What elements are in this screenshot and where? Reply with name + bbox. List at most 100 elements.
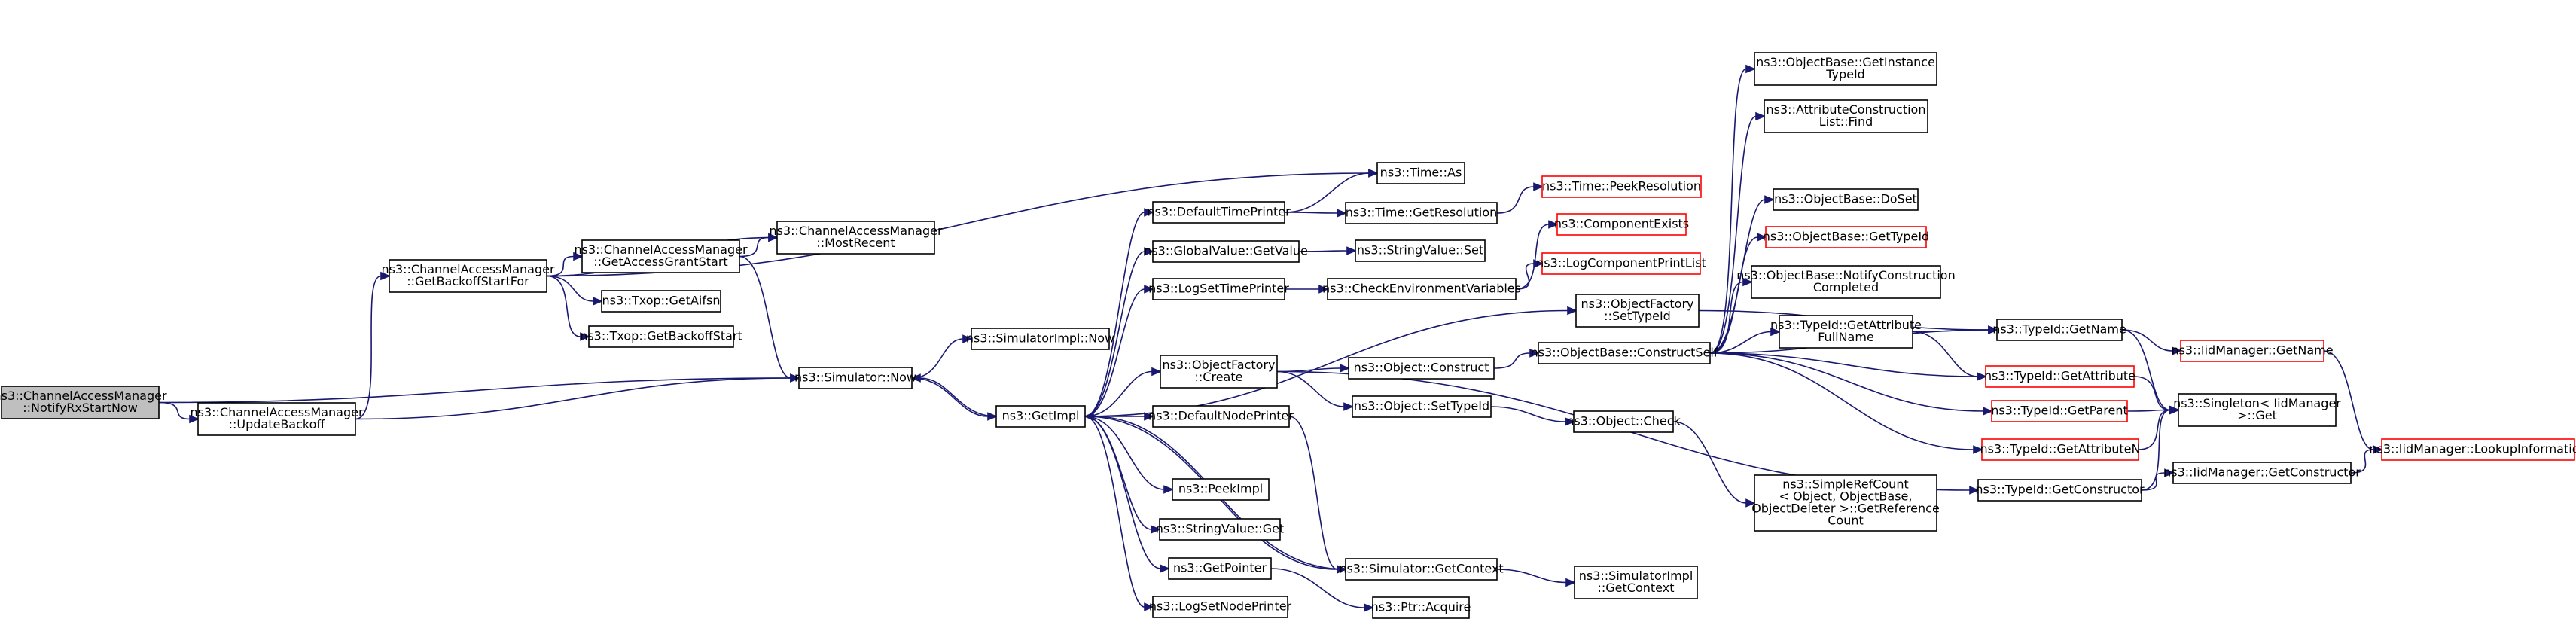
edge-arrowhead xyxy=(380,271,392,281)
edge-getbackoff-to-getaifsn xyxy=(546,275,604,306)
node-singletonget[interactable]: ns3::Singleton< IidManager >::Get xyxy=(2173,393,2341,427)
node-iidmanagergetconstructor[interactable]: ns3::IidManager::GetConstructor xyxy=(2163,462,2361,484)
node-label-line: ns3::IidManager::LookupInformation xyxy=(2369,442,2576,456)
node-defaulttimeprinter[interactable]: ns3::DefaultTimePrinter xyxy=(1147,201,1291,224)
node-typeidgetname[interactable]: ns3::TypeId::GetName xyxy=(1992,319,2126,341)
node-objectsettypeid[interactable]: ns3::Object::SetTypeId xyxy=(1352,395,1492,418)
node-typeidgetconstructor[interactable]: ns3::TypeId::GetConstructor xyxy=(1975,479,2145,502)
node-constructself[interactable]: ns3::ObjectBase::ConstructSelf xyxy=(1531,342,1718,364)
edge-getimpl-to-defaulttimeprinter xyxy=(1084,208,1155,417)
edge-defaultnodeprinter-to-simgetcontext xyxy=(1288,416,1348,574)
edge-constructself-to-notifyconstructioncompleted xyxy=(1709,277,1754,354)
node-simgetcontext[interactable]: ns3::Simulator::GetContext xyxy=(1339,558,1504,581)
node-simimplnow[interactable]: ns3::SimulatorImpl::Now xyxy=(966,328,1114,350)
node-typeidgetattributen[interactable]: ns3::TypeId::GetAttributeN xyxy=(1980,438,2141,461)
node-getbackoff[interactable]: ns3::ChannelAccessManager::GetBackoffSta… xyxy=(381,259,555,293)
edge-arrowhead xyxy=(1151,367,1163,377)
node-label-line: ns3::Singleton< IidManager xyxy=(2173,396,2341,410)
node-box xyxy=(588,325,734,348)
node-logsettimeprinter[interactable]: ns3::LogSetTimePrinter xyxy=(1148,278,1289,300)
edge-constructself-to-attrconstructlistfind xyxy=(1709,111,1767,354)
node-timegetresolution[interactable]: ns3::Time::GetResolution xyxy=(1345,202,1498,224)
node-box xyxy=(1779,315,1913,349)
edges-layer xyxy=(158,64,2384,612)
edge-arrowhead xyxy=(1764,195,1776,204)
node-getaifsn[interactable]: ns3::Txop::GetAifsn xyxy=(601,290,721,312)
node-label-line: ns3::TypeId::GetParent xyxy=(1991,404,2128,418)
node-timepeekresolution[interactable]: ns3::Time::PeekResolution xyxy=(1541,175,1702,198)
node-getbackoffstart[interactable]: ns3::Txop::GetBackoffStart xyxy=(580,325,742,348)
edge-line xyxy=(546,255,575,277)
edge-objectconstruct-to-constructself xyxy=(1493,349,1541,369)
node-notifyconstructioncompleted[interactable]: ns3::ObjectBase::NotifyConstructionCompl… xyxy=(1736,265,1956,299)
edge-line xyxy=(1912,329,1989,333)
node-objectbasedoset[interactable]: ns3::ObjectBase::DoSet xyxy=(1773,188,1919,211)
node-peekimpl[interactable]: ns3::PeekImpl xyxy=(1172,478,1270,501)
edge-line xyxy=(1084,416,1145,608)
edge-objectfactorycreate-to-objectsettypeid xyxy=(1276,370,1355,411)
edge-line xyxy=(2138,409,2171,450)
node-getimpl[interactable]: ns3::GetImpl xyxy=(995,405,1086,428)
node-stringvalueget[interactable]: ns3::StringValue::Get xyxy=(1156,518,1284,541)
node-ptracquire[interactable]: ns3::Ptr::Acquire xyxy=(1371,596,1471,619)
node-checkenv[interactable]: ns3::CheckEnvironmentVariables xyxy=(1322,278,1521,300)
edge-line xyxy=(919,377,997,417)
node-iidmanagerlookup[interactable]: ns3::IidManager::LookupInformation xyxy=(2369,438,2576,461)
node-objectconstruct[interactable]: ns3::Object::Construct xyxy=(1348,357,1495,380)
node-objectbasegettypeid[interactable]: ns3::ObjectBase::GetTypeId xyxy=(1763,226,1929,248)
node-label-line: ObjectDeleter >::GetReference xyxy=(1751,502,1940,516)
node-box xyxy=(1376,162,1465,184)
node-label-line: ns3::AttributeConstruction xyxy=(1767,102,1926,117)
node-notify[interactable]: ns3::ChannelAccessManager::NotifyRxStart… xyxy=(0,386,167,419)
edge-arrowhead xyxy=(1745,64,1757,74)
node-label-line: < Object, ObjectBase, xyxy=(1779,489,1913,504)
node-simimplgetcontext[interactable]: ns3::SimulatorImpl::GetContext xyxy=(1574,566,1698,599)
node-label-line: ns3::TypeId::GetAttribute xyxy=(1984,369,2135,383)
node-box xyxy=(389,259,547,293)
node-label-line: ns3::SimulatorImpl::Now xyxy=(966,331,1114,346)
edge-typeidgetname-to-iidmanagergetname xyxy=(2121,329,2183,355)
edge-arrowhead xyxy=(593,297,604,306)
edge-arrowhead xyxy=(962,334,974,343)
node-logcomponentprintlist[interactable]: ns3::LogComponentPrintList xyxy=(1536,252,1706,275)
node-typeidgetattribute[interactable]: ns3::TypeId::GetAttribute xyxy=(1984,365,2135,388)
node-objectfactorycreate[interactable]: ns3::ObjectFactory::Create xyxy=(1160,355,1278,389)
node-box xyxy=(197,402,356,436)
node-objectfactorysettypeid[interactable]: ns3::ObjectFactory::SetTypeId xyxy=(1575,294,1700,328)
edge-simnow-to-getimpl xyxy=(911,377,998,421)
node-logsetnodeprinter[interactable]: ns3::LogSetNodePrinter xyxy=(1149,596,1292,618)
edge-line xyxy=(1298,250,1348,252)
node-typeidgetparent[interactable]: ns3::TypeId::GetParent xyxy=(1991,400,2128,422)
edge-getimpl-to-globalvaluegetvalue xyxy=(1084,247,1155,417)
edge-line xyxy=(2121,329,2171,411)
node-box xyxy=(798,367,913,389)
node-box xyxy=(581,239,740,273)
node-componentexists[interactable]: ns3::ComponentExists xyxy=(1554,213,1689,236)
node-defaultnodeprinter[interactable]: ns3::DefaultNodePrinter xyxy=(1148,405,1294,428)
edge-line xyxy=(1515,263,1535,290)
node-simnow[interactable]: ns3::Simulator::Now xyxy=(794,367,916,389)
edge-arrowhead xyxy=(1973,445,1984,454)
node-objectcheck[interactable]: ns3::Object::Check xyxy=(1566,410,1681,433)
node-globalvaluegetvalue[interactable]: ns3::GlobalValue::GetValue xyxy=(1144,240,1308,263)
node-updatebackoff[interactable]: ns3::ChannelAccessManager::UpdateBackoff xyxy=(190,402,364,436)
node-getaccessgrant[interactable]: ns3::ChannelAccessManager::GetAccessGran… xyxy=(574,239,748,273)
node-mostrecent[interactable]: ns3::ChannelAccessManager::MostRecent xyxy=(769,221,943,255)
node-getpointer[interactable]: ns3::GetPointer xyxy=(1168,557,1272,580)
edge-simnow-to-simimplnow xyxy=(911,334,974,379)
node-box xyxy=(1348,357,1495,380)
node-box xyxy=(1352,395,1492,418)
node-timeas[interactable]: ns3::Time::As xyxy=(1376,162,1465,184)
edge-timegetresolution-to-timepeekresolution xyxy=(1496,182,1544,214)
node-label-line: ns3::TypeId::GetAttribute xyxy=(1770,318,1922,332)
node-stringvalueset[interactable]: ns3::StringValue::Set xyxy=(1355,239,1486,262)
node-box xyxy=(2172,462,2352,484)
node-iidmanagergetname[interactable]: ns3::IidManager::GetName xyxy=(2171,340,2334,362)
edge-line xyxy=(1084,416,1161,569)
edge-constructself-to-getinstancetypeid xyxy=(1709,64,1757,354)
node-simplerefcount[interactable]: ns3::SimpleRefCount< Object, ObjectBase,… xyxy=(1751,474,1940,532)
edge-arrowhead xyxy=(768,233,779,242)
